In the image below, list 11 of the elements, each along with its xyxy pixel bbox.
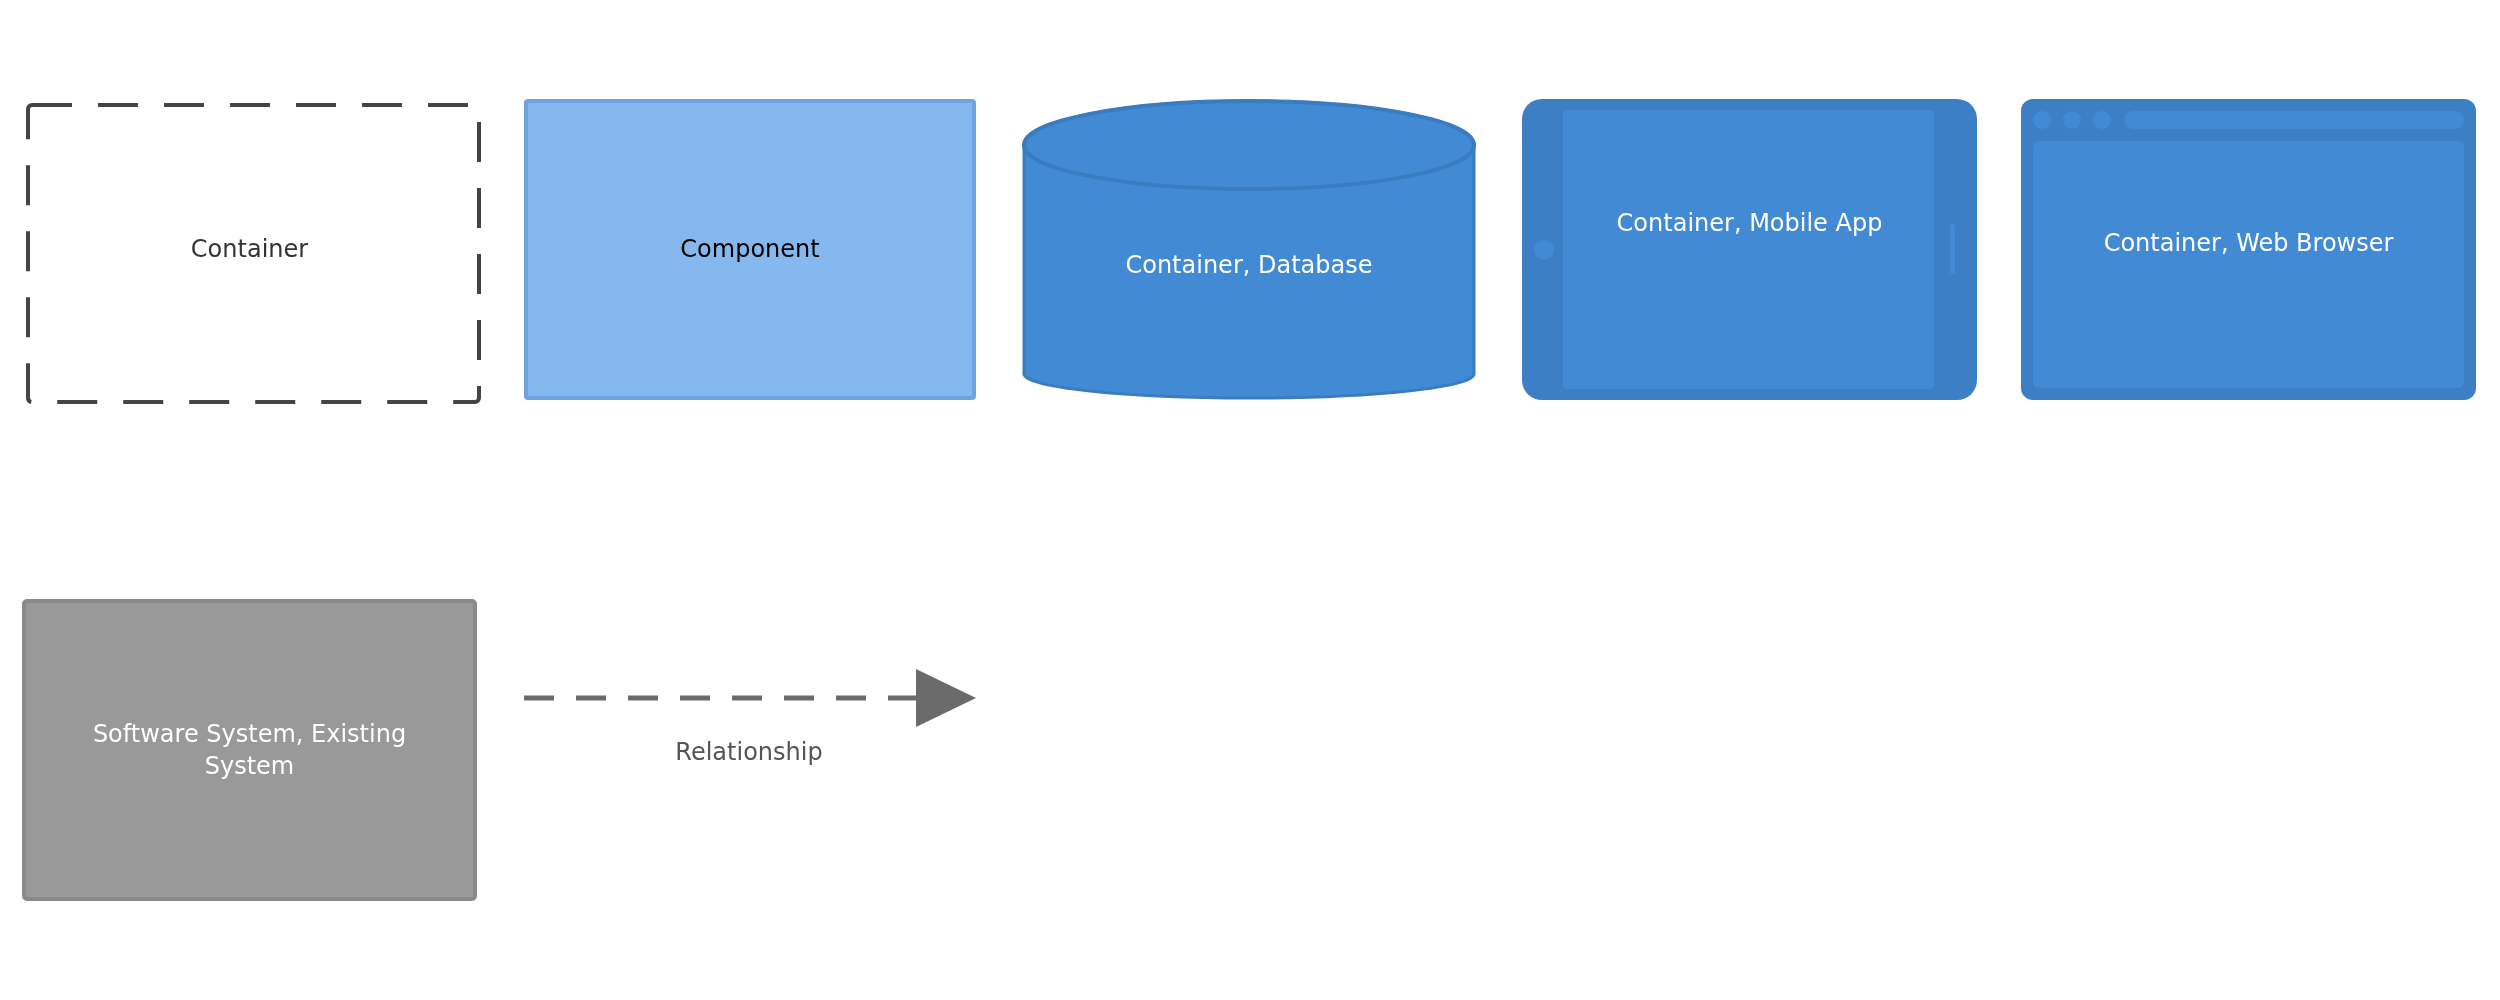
node-label: Container, Mobile App <box>1616 208 1883 239</box>
node-label: Container, Web Browser <box>2103 228 2394 259</box>
database-cylinder <box>1022 99 1476 400</box>
node-label: Software System, Existing System <box>91 718 408 782</box>
system-box <box>22 599 477 901</box>
node-label: Component <box>680 234 820 266</box>
node-label: Container, Database <box>1125 250 1373 281</box>
legend-label: Relationship <box>675 738 823 766</box>
browser-window <box>2021 99 2476 400</box>
component-box <box>524 99 976 400</box>
tablet-shape <box>1522 99 1977 400</box>
